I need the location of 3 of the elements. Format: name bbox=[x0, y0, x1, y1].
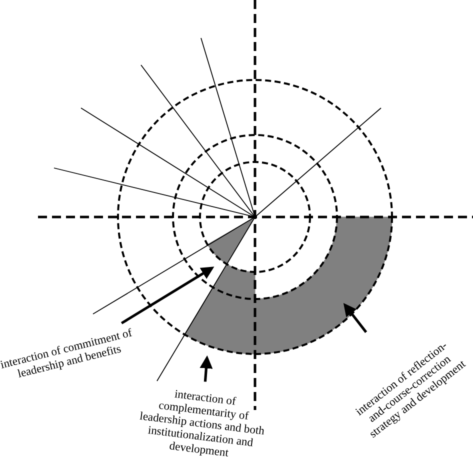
arrow bbox=[200, 355, 213, 382]
arrow bbox=[343, 302, 368, 333]
arrow bbox=[120, 266, 214, 324]
